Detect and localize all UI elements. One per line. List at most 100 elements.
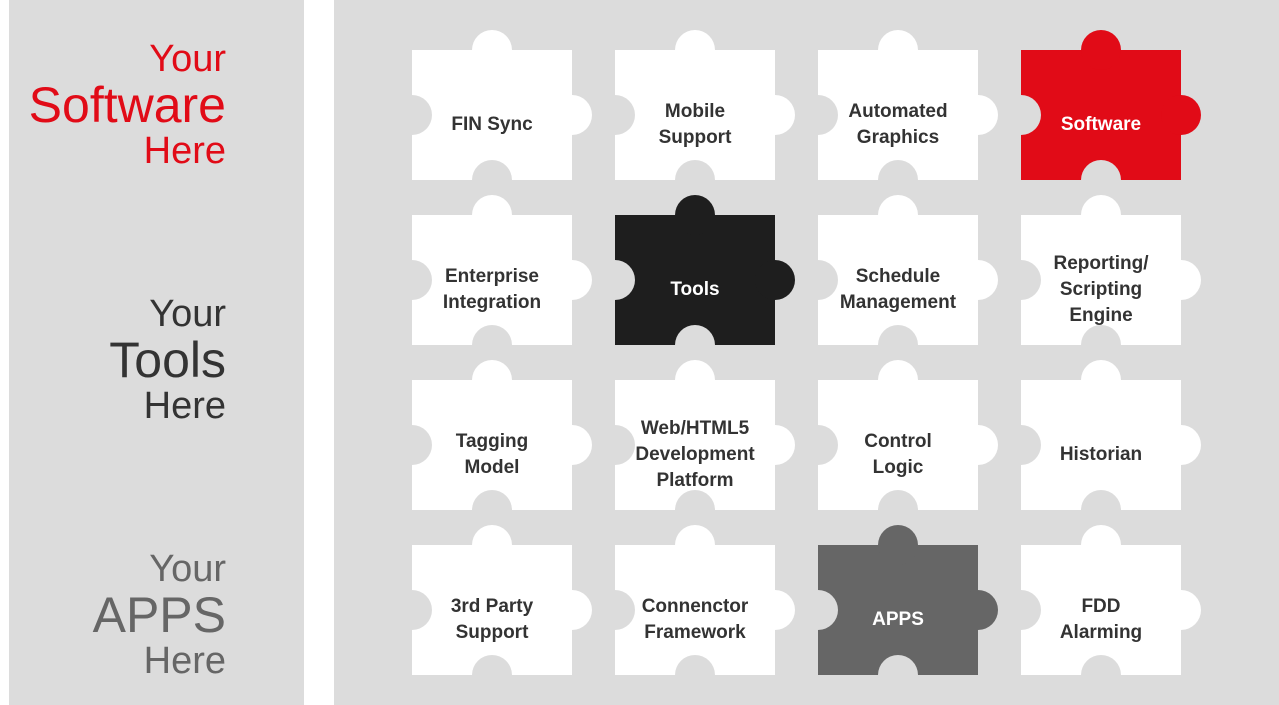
heading-software-line2: Software <box>28 77 226 133</box>
tile-body <box>1021 215 1181 345</box>
tile-label: Tagging Model <box>455 431 529 478</box>
puzzle-tile-fin-sync: FIN Sync <box>392 30 592 200</box>
tile-knob-top <box>472 525 512 565</box>
tile-knob-top <box>675 525 715 565</box>
puzzle-tile-enterprise-integration: Enterprise Integration <box>392 195 592 365</box>
tile-notch-bottom <box>472 490 512 530</box>
tile-knob-right <box>958 260 998 300</box>
tile-knob-right <box>958 425 998 465</box>
tile-body <box>1021 545 1181 675</box>
puzzle-tile-reporting-scripting-engine: Reporting/ Scripting Engine <box>1001 195 1201 365</box>
tile-label: Control Logic <box>864 431 932 478</box>
tile-notch-left <box>595 260 635 300</box>
tile-label: Enterprise Integration <box>442 266 542 313</box>
heading-apps-line3: Here <box>143 640 226 682</box>
tile-notch-bottom <box>1081 655 1121 695</box>
tile-knob-right <box>552 95 592 135</box>
heading-your-apps: Your APPS Here <box>0 546 226 684</box>
tile-knob-right <box>755 425 795 465</box>
tile-notch-left <box>1001 95 1041 135</box>
tile-body <box>412 545 572 675</box>
puzzle-tile-historian: Historian <box>1001 360 1201 530</box>
tile-body <box>412 50 572 180</box>
tile-body <box>615 380 775 510</box>
tile-body <box>412 215 572 345</box>
tile-notch-bottom <box>1081 160 1121 200</box>
tile-notch-bottom <box>675 490 715 530</box>
tile-knob-top <box>1081 360 1121 400</box>
tile-knob-right <box>1161 260 1201 300</box>
tile-knob-right <box>755 95 795 135</box>
tile-knob-top <box>675 30 715 70</box>
tile-knob-right <box>755 590 795 630</box>
tile-notch-left <box>1001 590 1041 630</box>
puzzle-tile-mobile-support: Mobile Support <box>595 30 795 200</box>
tile-knob-top <box>878 360 918 400</box>
heading-tools-line3: Here <box>143 385 226 427</box>
tile-notch-bottom <box>878 325 918 365</box>
tile-notch-left <box>595 590 635 630</box>
tile-knob-top <box>1081 30 1121 70</box>
tile-notch-bottom <box>472 325 512 365</box>
heading-apps-line1: Your <box>149 548 226 590</box>
tile-label: Software <box>1060 114 1142 135</box>
tile-knob-right <box>552 590 592 630</box>
tile-knob-top <box>1081 525 1121 565</box>
tile-notch-bottom <box>675 655 715 695</box>
tile-notch-left <box>595 425 635 465</box>
puzzle-tile-web-html5-platform: Web/HTML5 Development Platform <box>595 360 795 530</box>
tile-notch-left <box>798 95 838 135</box>
tile-notch-bottom <box>1081 490 1121 530</box>
heading-software-line3: Here <box>143 130 226 172</box>
tile-notch-left <box>392 590 432 630</box>
heading-software-line1: Your <box>149 38 226 80</box>
tile-notch-bottom <box>472 160 512 200</box>
tile-notch-left <box>1001 260 1041 300</box>
tile-notch-bottom <box>878 160 918 200</box>
tile-notch-left <box>798 425 838 465</box>
tile-label: Connenctor Framework <box>641 596 749 643</box>
tile-notch-bottom <box>878 490 918 530</box>
tile-label: FIN Sync <box>451 114 533 135</box>
tile-body <box>818 380 978 510</box>
tile-knob-top <box>675 360 715 400</box>
tile-label: FDD Alarming <box>1059 596 1143 643</box>
tile-notch-bottom <box>675 160 715 200</box>
tile-notch-left <box>392 425 432 465</box>
tile-body <box>412 380 572 510</box>
puzzle-tile-automated-graphics: Automated Graphics <box>798 30 998 200</box>
puzzle-tile-control-logic: Control Logic <box>798 360 998 530</box>
puzzle-tile-software: Software <box>1001 30 1201 200</box>
puzzle-tile-apps: APPS <box>798 525 998 695</box>
tile-label: 3rd Party Support <box>450 596 534 643</box>
tile-notch-bottom <box>472 655 512 695</box>
tile-label: Mobile Support <box>658 101 732 148</box>
puzzle-tile-schedule-management: Schedule Management <box>798 195 998 365</box>
puzzle-tile-fdd-alarming: FDD Alarming <box>1001 525 1201 695</box>
tile-knob-right <box>1161 590 1201 630</box>
heading-your-software: Your Software Here <box>0 36 226 174</box>
tile-knob-top <box>675 195 715 235</box>
tile-knob-top <box>878 30 918 70</box>
tile-notch-left <box>392 95 432 135</box>
tile-knob-right <box>958 590 998 630</box>
headings-panel: Your Software Here Your Tools Here Your … <box>9 0 304 705</box>
tile-body <box>615 50 775 180</box>
tile-notch-bottom <box>878 655 918 695</box>
puzzle-tile-tools: Tools <box>595 195 795 365</box>
tile-knob-top <box>878 195 918 235</box>
tile-knob-top <box>472 360 512 400</box>
tile-knob-right <box>552 425 592 465</box>
tile-notch-left <box>595 95 635 135</box>
tile-knob-right <box>1161 95 1201 135</box>
tile-label: Historian <box>1059 444 1143 465</box>
tile-body <box>1021 380 1181 510</box>
tile-body <box>1021 50 1181 180</box>
tile-notch-left <box>392 260 432 300</box>
tile-body <box>615 545 775 675</box>
tile-label: Tools <box>670 279 720 300</box>
heading-your-tools: Your Tools Here <box>0 291 226 429</box>
tile-knob-right <box>755 260 795 300</box>
tile-notch-bottom <box>675 325 715 365</box>
tile-label: Schedule Management <box>839 266 957 313</box>
